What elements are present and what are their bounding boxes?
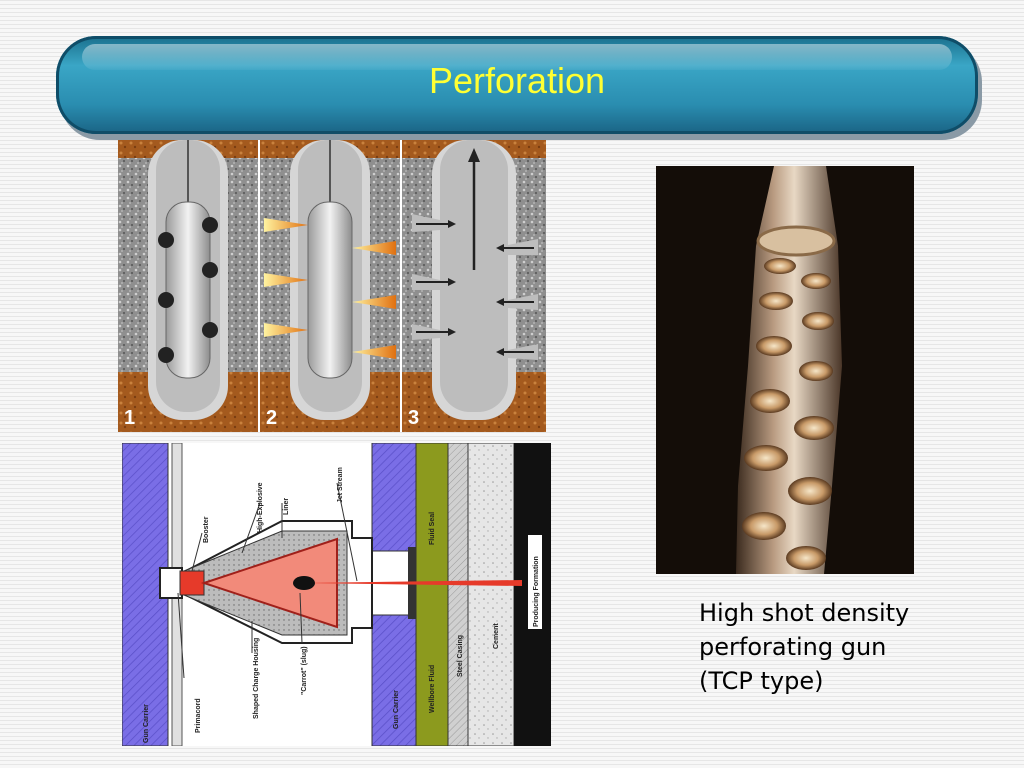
shaped-charge-diagram: Gun Carrier Primacord Booster High-Explo…	[122, 443, 551, 746]
perforating-gun-photo-svg	[656, 166, 914, 574]
label-high-explosive: High-Explosive	[257, 482, 264, 533]
slide-title: Perforation	[428, 60, 606, 101]
label-booster: Booster	[203, 516, 210, 543]
label-steel-casing: Steel Casing	[457, 635, 464, 677]
title-bar: Perforation	[56, 36, 978, 134]
stage-label-2: 2	[266, 407, 277, 429]
stages-svg: 1 2 3	[118, 140, 546, 432]
stage-divider	[400, 140, 402, 432]
label-primacord: Primacord	[195, 698, 202, 733]
label-shaped-charge-housing: Shaped Charge Housing	[253, 638, 260, 719]
perforating-gun-photo	[656, 166, 914, 574]
title-shine	[82, 44, 952, 70]
carrot-slug	[293, 576, 315, 590]
gun-ports	[742, 258, 834, 570]
label-gun-carrier-left: Gun Carrier	[143, 704, 150, 743]
stage-2	[260, 140, 400, 432]
stage-divider	[258, 140, 260, 432]
label-producing-formation: Producing Formation	[533, 556, 540, 627]
stage-3	[402, 140, 546, 432]
perforation-stages-illustration: 1 2 3	[118, 140, 546, 432]
label-fluid-seal: Fluid Seal	[429, 512, 436, 545]
caption-line-2: perforating gun	[699, 633, 887, 661]
caption-line-3: (TCP type)	[699, 667, 824, 695]
stage-label-3: 3	[408, 407, 419, 429]
stage-label-1: 1	[124, 407, 135, 429]
diagram-svg: Gun Carrier Primacord Booster High-Explo…	[122, 443, 551, 746]
jet-stream	[302, 580, 522, 586]
caption-line-1: High shot density	[699, 599, 910, 627]
label-gun-carrier-right: Gun Carrier	[393, 690, 400, 729]
stage-1	[118, 140, 258, 432]
photo-caption: High shot density perforating gun (TCP t…	[699, 596, 989, 698]
label-cement: Cement	[493, 623, 500, 649]
label-liner: Liner	[283, 498, 290, 515]
label-carrot: "Carrot" (slug)	[301, 646, 308, 695]
label-wellbore-fluid: Wellbore Fluid	[429, 665, 436, 713]
label-jet-stream: Jet Stream	[337, 467, 344, 503]
